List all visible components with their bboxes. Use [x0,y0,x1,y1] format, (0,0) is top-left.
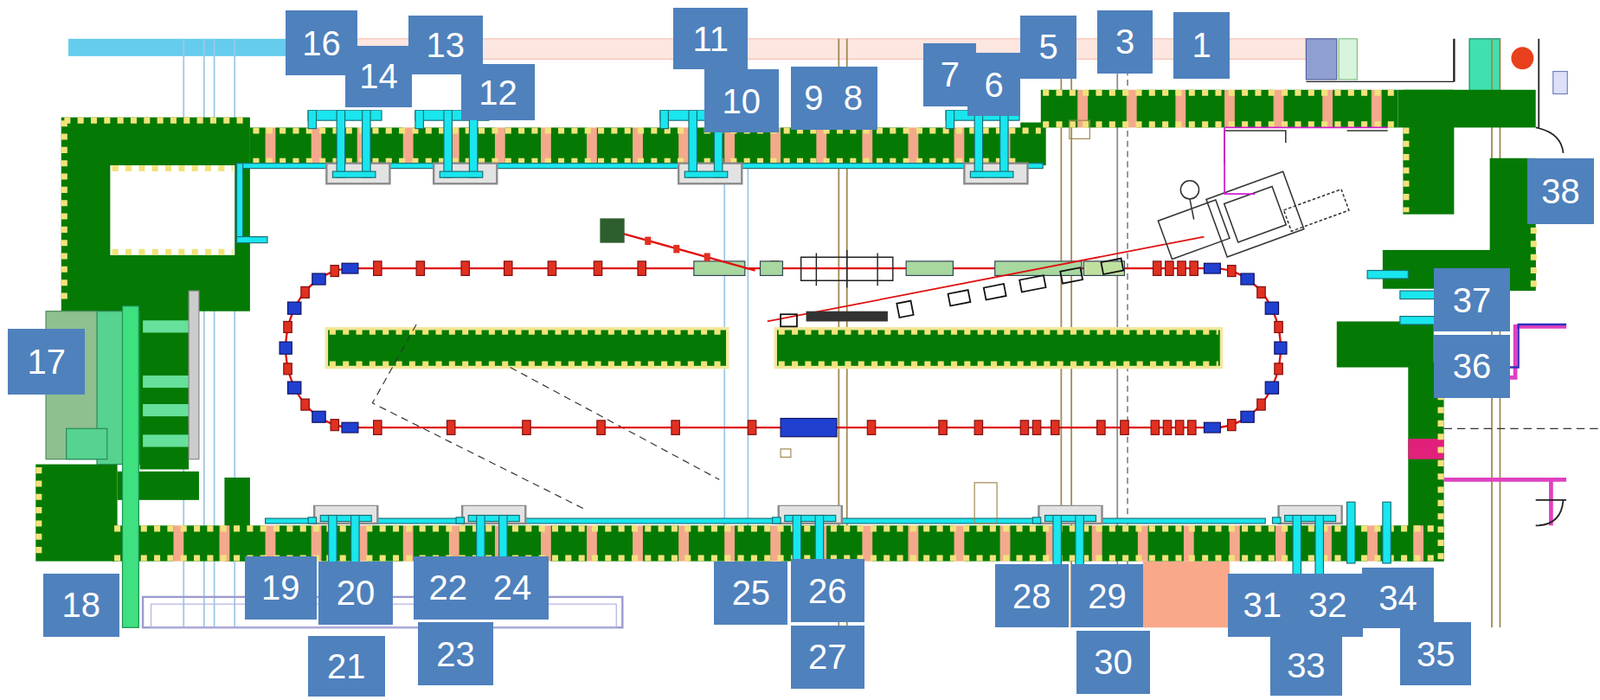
axis-line [1444,428,1600,430]
injector [599,218,624,243]
callout-number: 5 [1020,15,1077,79]
callout-number: 35 [1400,622,1472,686]
callout-number: 34 [1362,567,1434,630]
callout-number: 8 [828,66,879,130]
wall-line [1537,38,1540,129]
injection-magnet [644,237,710,262]
callout-number: 21 [308,636,385,698]
marker [974,482,997,524]
callout-number: 18 [43,573,120,637]
duct [1469,38,1500,92]
cabinet [1305,38,1337,80]
callout-number: 6 [967,52,1021,116]
callout-number: 29 [1071,564,1144,628]
callout-number: 28 [995,564,1069,628]
callout-number: 36 [1433,334,1511,399]
wall-line [1452,38,1455,83]
callout-number: 31 [1227,573,1298,637]
callout-number: 30 [1076,630,1151,694]
callout-number: 38 [1527,158,1594,225]
callout-number: 23 [417,622,493,686]
callout-number: 11 [673,7,748,70]
beamline-station [308,109,1343,585]
callout-number: 33 [1270,635,1343,697]
dashed-outline [372,324,720,511]
callout-number: 27 [790,625,865,689]
block-markers [38,92,1535,560]
quadrupole-magnet [283,261,1283,435]
service-bar [68,38,290,57]
callout-number: 10 [704,69,779,133]
callout-number: 25 [713,561,788,625]
marker [780,449,791,457]
experiment-line [767,237,1205,328]
callout-number: 3 [1097,10,1154,74]
cabinet [1553,71,1568,95]
shielding-wall [35,89,1536,562]
injection-line [612,231,756,271]
door-swing [1535,500,1567,526]
opening [1143,561,1230,629]
callout-number: 37 [1433,268,1511,332]
door-swing [1535,127,1564,153]
callout-number: 26 [790,559,865,623]
ring-orbit [285,268,1281,428]
callout-number: 14 [345,45,413,108]
callout-number: 19 [244,556,317,620]
enclosure-line [1224,127,1388,194]
cabinet [1338,38,1357,80]
callout-number: 20 [318,561,393,625]
experiment-station [1157,130,1388,260]
callout-number: 22 [413,556,483,620]
callout-number: 32 [1291,573,1364,637]
beam-pipe [237,163,1438,564]
wall-line [1305,81,1454,83]
callout-number: 17 [7,328,84,396]
marker-dot [1510,46,1534,70]
dipole-magnet [279,263,1287,437]
callout-number: 1 [1173,12,1230,79]
callout-number: 12 [461,64,535,121]
callout-number: 24 [475,556,550,620]
straight-section-equipment [693,250,1125,289]
marker [1069,120,1091,139]
